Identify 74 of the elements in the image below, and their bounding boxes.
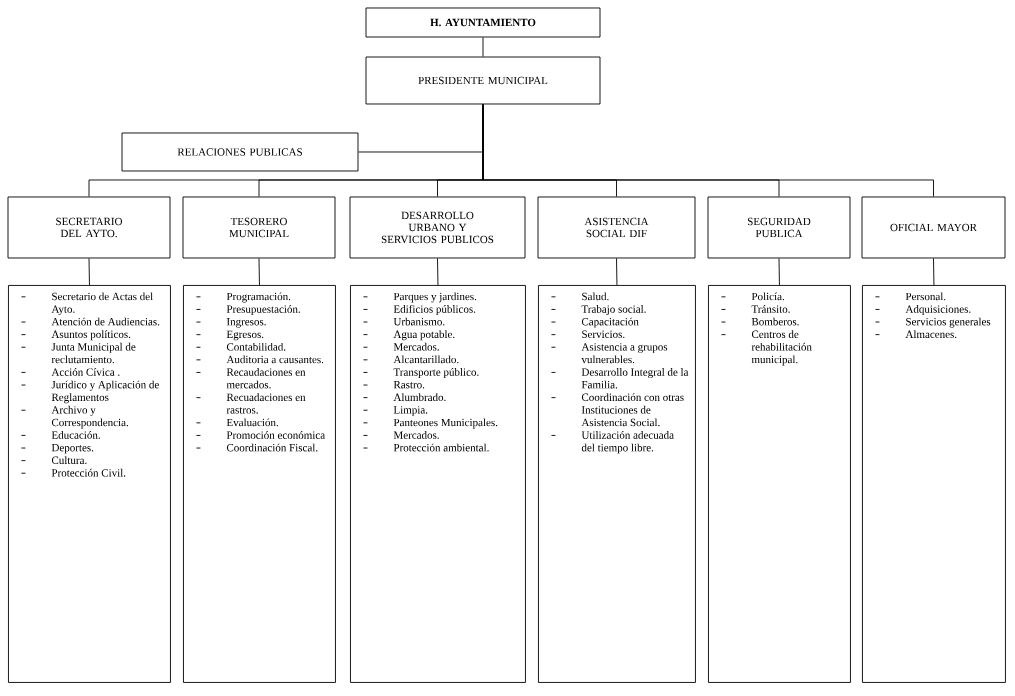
list-item: Panteones Municipales. <box>393 418 498 429</box>
list-item: Bomberos. <box>751 317 799 326</box>
list-item: Asuntos políticos. <box>51 330 131 341</box>
list-item: Auditoria a causantes. <box>226 355 324 364</box>
list-item: Parques y jardines. <box>393 292 477 303</box>
connector-line <box>616 258 618 286</box>
list-item: Secretario de Actas del Ayto. <box>51 292 153 316</box>
connector-line <box>258 258 260 286</box>
task-list-box <box>183 285 336 683</box>
list-item: Rastro. <box>393 381 425 389</box>
task-list-box <box>862 285 1006 683</box>
list-item: Presupuestación. <box>226 305 300 316</box>
list-item: Egresos. <box>226 330 264 341</box>
list-item: Evaluación. <box>226 418 278 427</box>
list-item: Servicios generales <box>906 317 991 328</box>
list-item: Policía. <box>751 292 785 301</box>
list-item: Mercados. <box>393 342 439 351</box>
list-item: Protección Civil. <box>51 468 126 477</box>
list-item: Almacenes. <box>905 330 957 339</box>
task-list-box <box>8 285 171 683</box>
title-box: H. AYUNTAMIENTO <box>365 7 601 38</box>
list-item: Archivo y Correspondencia. <box>51 405 128 429</box>
connector-line <box>933 258 935 286</box>
list-item: Tránsito. <box>751 305 790 313</box>
unit-box: TESORERO MUNICIPAL <box>182 196 336 259</box>
list-item: Recuadaciones en rastros. <box>226 393 306 414</box>
list-item: Educación. <box>51 431 100 439</box>
list-item: Promoción económica <box>226 431 325 439</box>
connector-line <box>88 258 90 286</box>
list-item: Atención de Audiencias. <box>51 317 160 326</box>
task-list-box <box>538 285 696 683</box>
list-item: Servicios. <box>582 330 625 339</box>
list-item: Personal. <box>905 292 946 301</box>
list-item: Capacitación <box>581 317 639 328</box>
connector-line <box>437 258 439 286</box>
connector-line <box>482 37 484 57</box>
unit-box: SEGURIDAD PUBLICA <box>707 196 851 259</box>
list-item: Asistencia a grupos vulnerables. <box>581 343 668 364</box>
unit-box: DESARROLLO URBANO Y SERVICIOS PUBLICOS <box>349 196 526 259</box>
list-item: Coordinación con otras Instituciones de Asistencia Social. <box>581 393 684 427</box>
list-item: Centros de rehabilitación municipal. <box>751 330 812 366</box>
list-item: Trabajo social. <box>581 305 646 315</box>
list-item: Agua potable. <box>393 330 455 341</box>
connector-line <box>778 258 780 286</box>
list-item: Adquisiciones. <box>905 305 971 315</box>
unit-box: PRESIDENTE MUNICIPAL <box>365 56 601 105</box>
list-item: Edificios públicos. <box>393 304 476 315</box>
list-item: Deportes. <box>51 444 94 454</box>
list-item: Salud. <box>582 292 609 301</box>
task-list-box <box>350 285 526 683</box>
unit-box: OFICIAL MAYOR <box>861 196 1006 259</box>
list-item: Mercados. <box>393 431 439 439</box>
unit-box: SECRETARIO DEL AYTO. <box>7 196 171 259</box>
connector-line <box>482 104 934 197</box>
list-item: Jurídico y Aplicación de Reglamentos <box>51 380 159 404</box>
list-item: Alumbrado. <box>393 393 446 402</box>
list-item: Transporte público. <box>393 368 479 378</box>
list-item: Urbanismo. <box>393 317 445 326</box>
list-item: Limpia. <box>393 406 428 416</box>
list-item: Cultura. <box>51 456 87 465</box>
list-item: Alcantarillado. <box>393 355 459 364</box>
list-item: Protección ambiental. <box>393 443 489 452</box>
list-item: Utilización adecuada del tiempo libre. <box>581 431 674 454</box>
list-item: Programación. <box>226 292 291 303</box>
list-item: Contabilidad. <box>226 342 286 351</box>
list-item: Junta Municipal de reclutamiento. <box>51 342 136 364</box>
list-item: Acción Cívica . <box>51 368 120 376</box>
unit-box: ASISTENCIA SOCIAL DIF <box>537 196 696 259</box>
list-item: Ingresos. <box>226 318 266 328</box>
list-item: Recaudaciones en mercados. <box>226 368 306 389</box>
task-list-box <box>708 285 851 683</box>
list-item: Coordinación Fiscal. <box>226 443 318 452</box>
list-item: Desarrollo Integral de la Familia. <box>581 368 689 389</box>
unit-box: RELACIONES PUBLICAS <box>121 132 359 172</box>
